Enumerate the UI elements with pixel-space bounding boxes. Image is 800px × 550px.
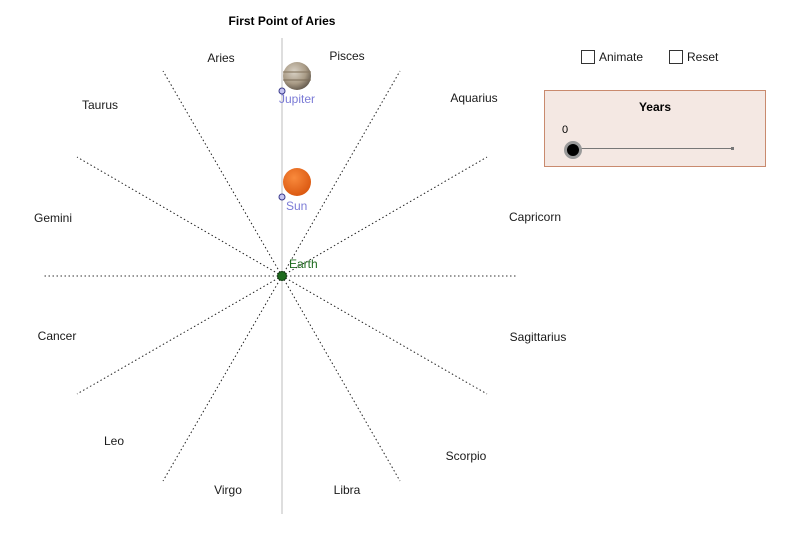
zodiac-rays — [44, 38, 518, 514]
animate-label: Animate — [599, 50, 644, 64]
reset-checkbox[interactable]: Reset — [669, 50, 718, 64]
years-slider-end — [731, 147, 734, 150]
zodiac-ray — [76, 156, 283, 277]
zodiac-label-sagittarius: Sagittarius — [510, 330, 567, 344]
zodiac-ray — [76, 275, 283, 395]
zodiac-ray — [162, 275, 283, 482]
jupiter-icon — [283, 62, 311, 90]
earth-point[interactable] — [277, 271, 287, 281]
zodiac-label-virgo: Virgo — [214, 483, 242, 497]
page-title: First Point of Aries — [229, 14, 336, 28]
zodiac-label-gemini: Gemini — [34, 211, 72, 225]
animate-checkbox-box[interactable] — [581, 50, 595, 64]
years-slider-track[interactable] — [573, 148, 733, 149]
jupiter-point[interactable] — [278, 87, 286, 95]
zodiac-label-leo: Leo — [104, 434, 124, 448]
years-slider-title: Years — [638, 100, 672, 114]
sun-point[interactable] — [278, 193, 286, 201]
jupiter-band — [283, 71, 311, 73]
years-slider-value: 0 — [562, 124, 569, 136]
jupiter-label: Jupiter — [279, 92, 315, 106]
zodiac-ray — [281, 70, 401, 277]
zodiac-label-aquarius: Aquarius — [450, 91, 497, 105]
zodiac-ray — [281, 275, 401, 482]
zodiac-label-cancer: Cancer — [38, 329, 77, 343]
zodiac-label-libra: Libra — [334, 483, 361, 497]
zodiac-ray — [281, 275, 488, 395]
years-slider-handle[interactable] — [564, 141, 582, 159]
zodiac-label-pisces: Pisces — [329, 49, 364, 63]
jupiter-body[interactable] — [283, 62, 311, 90]
sun-icon — [283, 168, 311, 196]
zodiac-ray — [162, 70, 283, 277]
reset-label: Reset — [687, 50, 719, 64]
zodiac-label-scorpio: Scorpio — [446, 449, 487, 463]
animate-checkbox[interactable]: Animate — [581, 50, 643, 64]
jupiter-band — [283, 79, 311, 81]
zodiac-label-aries: Aries — [207, 51, 234, 65]
sun-label: Sun — [286, 199, 307, 213]
reset-checkbox-box[interactable] — [669, 50, 683, 64]
earth-label: Earth — [289, 257, 318, 271]
zodiac-label-capricorn: Capricorn — [509, 210, 561, 224]
zodiac-label-taurus: Taurus — [82, 98, 118, 112]
years-slider-panel: Years 0 — [544, 90, 766, 167]
sun-body[interactable] — [283, 168, 311, 196]
